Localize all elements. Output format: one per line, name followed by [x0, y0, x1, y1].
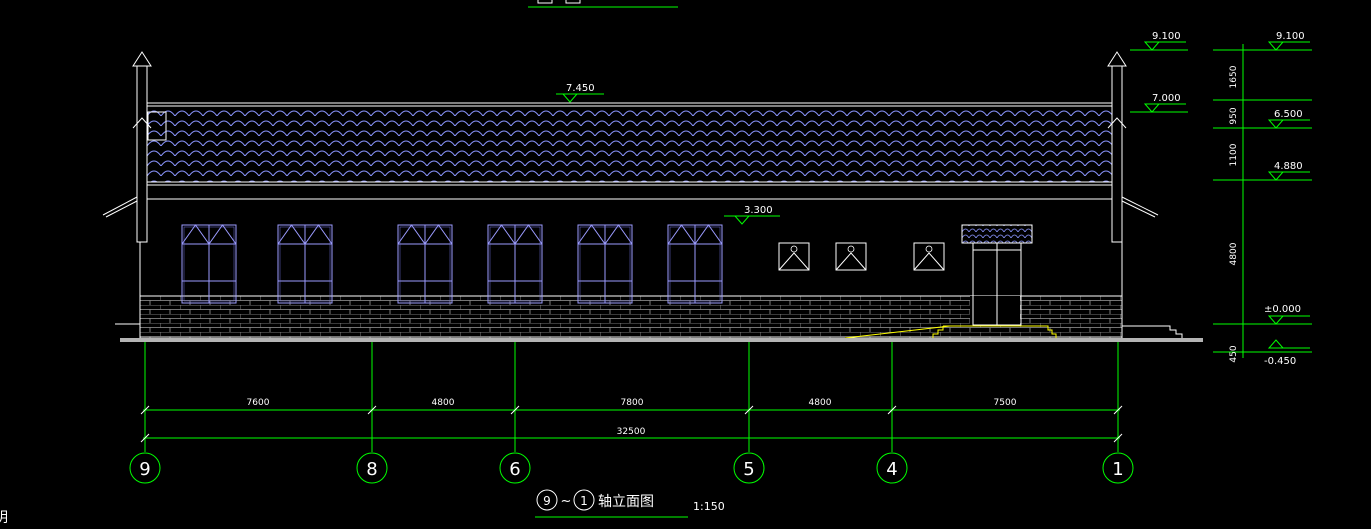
axis-label: 5 — [743, 459, 754, 480]
small-window-row — [778, 242, 945, 271]
window — [277, 224, 333, 304]
right-chimney — [1107, 51, 1159, 243]
drawing-title-text: 轴立面图 — [598, 494, 654, 510]
window — [487, 224, 543, 304]
axis-label: 8 — [366, 459, 377, 480]
window — [181, 224, 237, 304]
elevation-marker: 4.880 — [1267, 161, 1310, 181]
horizontal-dimension: 4800 — [809, 398, 832, 408]
elevation-label: 7.450 — [566, 83, 595, 94]
axis-label: 1 — [1112, 459, 1123, 480]
axis-bubble: 9 — [129, 452, 161, 484]
window-row — [181, 224, 723, 304]
elevation-label: 7.000 — [1152, 93, 1181, 104]
axis-bubbles: 9 8 6 5 4 1 — [129, 452, 1134, 484]
elevation-marker: 9.100 — [1143, 31, 1186, 51]
building-elevation — [102, 51, 1203, 342]
vertical-dimensions: 1650 950 1100 4800 450 — [1229, 65, 1239, 362]
small-window — [835, 242, 867, 271]
elevation-marker: 7.450 — [556, 83, 604, 103]
horizontal-dimension: 7800 — [621, 398, 644, 408]
elevation-label: 9.100 — [1152, 31, 1181, 42]
roof-tile-area — [146, 105, 1116, 183]
title-start-axis: 9 — [543, 494, 551, 508]
small-window — [913, 242, 945, 271]
horizontal-dimension: 4800 — [432, 398, 455, 408]
level-lines — [1130, 44, 1312, 358]
drawing-scale: 1:150 — [693, 500, 725, 513]
axis-label: 6 — [509, 459, 520, 480]
elevation-label: 4.880 — [1274, 161, 1303, 172]
elevation-label: ±0.000 — [1264, 304, 1301, 315]
window — [397, 224, 453, 304]
elevation-marker: 3.300 — [724, 205, 780, 225]
window — [667, 224, 723, 304]
total-dimension: 32500 — [617, 427, 646, 437]
elevation-label: 6.500 — [1274, 109, 1303, 120]
elevation-marker: 6.500 — [1267, 109, 1310, 129]
left-chimney — [102, 51, 167, 243]
top-title-fragment — [528, 0, 678, 8]
vertical-dimension: 4800 — [1229, 242, 1239, 265]
elevation-label: 9.100 — [1276, 31, 1305, 42]
axis-bubble: 4 — [876, 452, 908, 484]
vertical-dimension: 1100 — [1229, 143, 1239, 166]
elevation-marker: 9.100 — [1267, 31, 1310, 51]
drawing-title: 9 ~ 1 轴立面图 1:150 — [535, 489, 725, 518]
axis-extension-lines — [143, 342, 1120, 452]
horizontal-dimension: 7500 — [994, 398, 1017, 408]
axis-bubble: 5 — [733, 452, 765, 484]
dimension-ticks — [140, 405, 1123, 443]
axis-bubble: 6 — [499, 452, 531, 484]
elevation-marker: 7.000 — [1143, 93, 1186, 113]
elevation-label: 3.300 — [744, 205, 773, 216]
small-window — [778, 242, 810, 271]
edge-text: 明 — [0, 510, 8, 526]
entrance-steps — [844, 325, 1183, 339]
vertical-dimension: 950 — [1229, 107, 1239, 124]
vertical-dimension: 1650 — [1229, 65, 1239, 88]
axis-label: 9 — [139, 459, 150, 480]
elevation-label: -0.450 — [1264, 356, 1296, 367]
axis-bubble: 1 — [1102, 452, 1134, 484]
horizontal-dimensions: 7600 4800 7800 4800 7500 32500 — [247, 398, 1017, 437]
elevation-markers: 9.100 7.000 9.100 6.500 4.880 ±0.000 — [556, 31, 1310, 367]
axis-bubble: 8 — [356, 452, 388, 484]
title-end-axis: 1 — [580, 494, 588, 508]
entrance-door — [961, 224, 1033, 326]
horizontal-dimension: 7600 — [247, 398, 270, 408]
vertical-dimension: 450 — [1229, 345, 1239, 362]
elevation-marker: -0.450 — [1264, 339, 1310, 367]
window — [577, 224, 633, 304]
ground-line — [120, 338, 1203, 342]
title-range-tilde: ~ — [561, 494, 572, 509]
elevation-marker: ±0.000 — [1264, 304, 1310, 325]
axis-label: 4 — [886, 459, 897, 480]
